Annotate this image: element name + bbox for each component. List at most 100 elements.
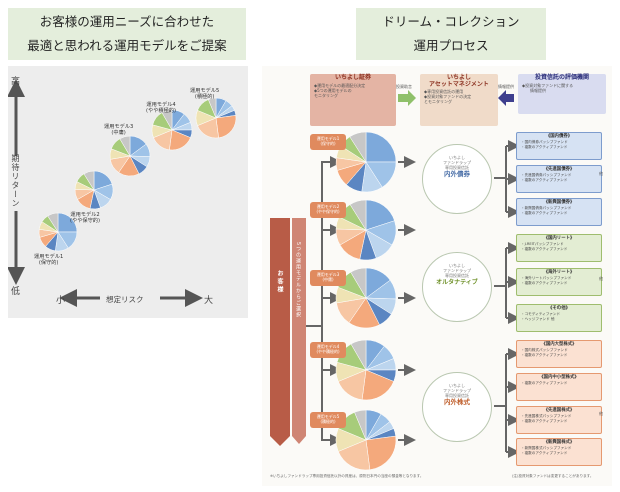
left-pie-5 xyxy=(195,97,237,139)
am-line3: とモニタリング xyxy=(424,99,452,104)
model-tag-2: 運用モデル2(やや保守的) xyxy=(310,202,346,218)
left-header-line1: お客様の運用ニーズに合わせた xyxy=(39,14,215,29)
process-pie-5-slice xyxy=(354,409,367,441)
circle-bonds: いちよし ファンドラップ 専用投資信託 内外債券 xyxy=(422,144,492,214)
process-pie-2-slice xyxy=(349,199,367,231)
left-pie-2-slice xyxy=(83,170,95,191)
process-pie-1-slice xyxy=(365,131,397,163)
left-pie-4 xyxy=(151,109,193,151)
model5-caption: 運用モデル5 (積極的) xyxy=(190,88,219,100)
model3-sub: (中庸) xyxy=(111,130,126,136)
category-line: ・複数のアクティブファンド xyxy=(521,381,568,385)
category-line: ・複数のアクティブファンド xyxy=(521,247,568,251)
circle-alt-s1: いちよし xyxy=(449,263,465,268)
model-tag-4-name: 運用モデル4 xyxy=(316,344,340,349)
model-tag-4-sub: (やや積極的) xyxy=(316,349,340,354)
category-line: ・新興国債券パッシブファンド xyxy=(521,206,572,210)
category-title: 《新興国債券》 xyxy=(543,200,575,205)
category-title: 《国内大型株式》 xyxy=(541,342,577,347)
category-2: 《先進国債券》・先進国債券パッシブファンド・複数のアクティブファンド xyxy=(516,165,602,193)
model-tag-4: 運用モデル4(やや積極的) xyxy=(310,342,346,358)
model3-caption: 運用モデル3 (中庸) xyxy=(104,124,133,136)
category-line: ・複数のアクティブファンド xyxy=(521,451,568,455)
select-label: 5つの運用モデルからご選択 xyxy=(295,242,301,319)
category-line: ・海外リートパッシブファンド xyxy=(521,276,572,280)
circle-bonds-main: 内外債券 xyxy=(444,170,470,178)
category-line: ・複数のアクティブファンド xyxy=(521,178,568,182)
securities-line3: モニタリング xyxy=(314,93,338,98)
model2-caption: 運用モデル2 (やや保守的) xyxy=(70,212,100,224)
asset-management-title: いちよし アセットマネジメント xyxy=(429,74,489,88)
securities-title: いちよし証券 xyxy=(334,74,371,81)
left-pie-2 xyxy=(74,170,114,210)
right-header: ドリーム・コレクション 運用プロセス xyxy=(356,8,546,60)
left-header-line2: 最適と思われる運用モデルをご提案 xyxy=(27,38,227,53)
category-line: ・複数のアクティブファンド xyxy=(521,353,568,357)
model4-caption: 運用モデル4 (やや積極的) xyxy=(146,102,176,114)
category-line: ・国内債券パッシブファンド xyxy=(521,140,568,144)
category-8: 《国内中小型株式》・複数のアクティブファンド xyxy=(516,373,602,401)
category-line: ・ヘッジファンド 他 xyxy=(521,317,555,321)
process-pie-5-slice xyxy=(365,435,397,471)
process-pie-2 xyxy=(335,199,397,261)
right-header-line2: 運用プロセス xyxy=(413,38,489,53)
circle-alt-s3: 専用投資信託 xyxy=(445,273,469,278)
model4-name: 運用モデル4 xyxy=(146,102,176,108)
left-pie-3 xyxy=(109,135,151,177)
model-tag-1-sub: (保守的) xyxy=(320,141,336,146)
model-pies xyxy=(38,97,237,252)
left-pie-5-slice xyxy=(208,97,217,119)
branch-lines xyxy=(306,156,342,446)
process-pie-3 xyxy=(335,267,397,329)
circle-eq-s2: ファンドラップ xyxy=(443,388,471,393)
footnote-left: ※いちよしファンドラップ専用投資信託以外の資産は、原則日本円の当座の預金等となり… xyxy=(270,474,424,478)
process-pie-2-slice xyxy=(365,199,395,231)
left-pie-1-slice xyxy=(47,212,59,233)
category-9: 《先進国株式》・先進国株式パッシブファンド・複数のアクティブファンド xyxy=(516,406,602,434)
customer-label: お客様 xyxy=(276,270,283,294)
model3-name: 運用モデル3 xyxy=(104,124,134,130)
left-pie-3-slice xyxy=(119,135,131,157)
process-pie-4 xyxy=(335,339,397,401)
model1-sub: (保守的) xyxy=(38,260,59,266)
info-label: 情報提供 xyxy=(498,84,514,89)
model-tag-5: 運用モデル5(積極的) xyxy=(310,412,346,428)
category-7: 《国内大型株式》・国内株式パッシブファンド・複数のアクティブファンド xyxy=(516,340,602,368)
select-bar xyxy=(292,218,306,444)
category-title: 《先進国債券》 xyxy=(543,167,575,172)
category-brackets xyxy=(494,140,520,458)
model-tag-2-name: 運用モデル2 xyxy=(316,204,340,209)
category-4: 《国内リート》・J-REITパッシブファンド・複数のアクティブファンド xyxy=(516,234,602,262)
model1-name: 運用モデル1 xyxy=(34,254,64,260)
process-pie-5 xyxy=(335,409,397,471)
etc-label-2: 他 xyxy=(599,276,603,281)
right-header-line1: ドリーム・コレクション xyxy=(382,14,520,29)
agency-title: 投資信託の評価機関 xyxy=(534,74,589,81)
category-title: 《その他》 xyxy=(548,306,570,311)
category-title: 《先進国株式》 xyxy=(543,408,575,413)
model2-sub: (やや保守的) xyxy=(70,218,100,224)
info-arrow xyxy=(498,90,514,106)
circle-eq-s1: いちよし xyxy=(449,383,465,388)
process-pie-5-slice xyxy=(337,439,371,471)
model-tag-2-sub: (やや保守的) xyxy=(316,209,340,214)
category-line: ・複数のアクティブファンド xyxy=(521,211,568,215)
category-line: ・複数のアクティブファンド xyxy=(521,281,568,285)
y-low-label: 低 xyxy=(11,287,21,297)
etc-label-1: 他 xyxy=(599,171,603,176)
circle-bonds-s2: ファンドラップ xyxy=(443,160,471,165)
y-high-label: 高 xyxy=(11,77,21,87)
category-title: 《海外リート》 xyxy=(543,270,575,275)
process-panel: いちよし証券 ◆運用モデルの最適配分決定◆5つの運用モデルのモニタリング いちよ… xyxy=(262,66,612,486)
asset-management-box: いちよし アセットマネジメント ◆専用投資信託の運用◆投資対象ファンドの決定とモ… xyxy=(420,74,498,126)
securities-line2: ◆5つの運用モデルの xyxy=(314,88,352,93)
securities-line1: ◆運用モデルの最適配分決定 xyxy=(314,83,366,88)
advice-arrow xyxy=(398,90,416,106)
am-line1: ◆専用投資信託の運用 xyxy=(424,89,464,94)
left-pie-1 xyxy=(38,212,78,252)
model5-name: 運用モデル5 xyxy=(190,88,220,94)
evaluation-agency-box: 投資信託の評価機関 ◆投資対象ファンドに関する情報提供 xyxy=(518,74,606,114)
process-pie-3-slice xyxy=(350,267,367,299)
circle-bonds-s1: いちよし xyxy=(449,155,465,160)
circle-bonds-s3: 専用投資信託 xyxy=(445,165,469,170)
